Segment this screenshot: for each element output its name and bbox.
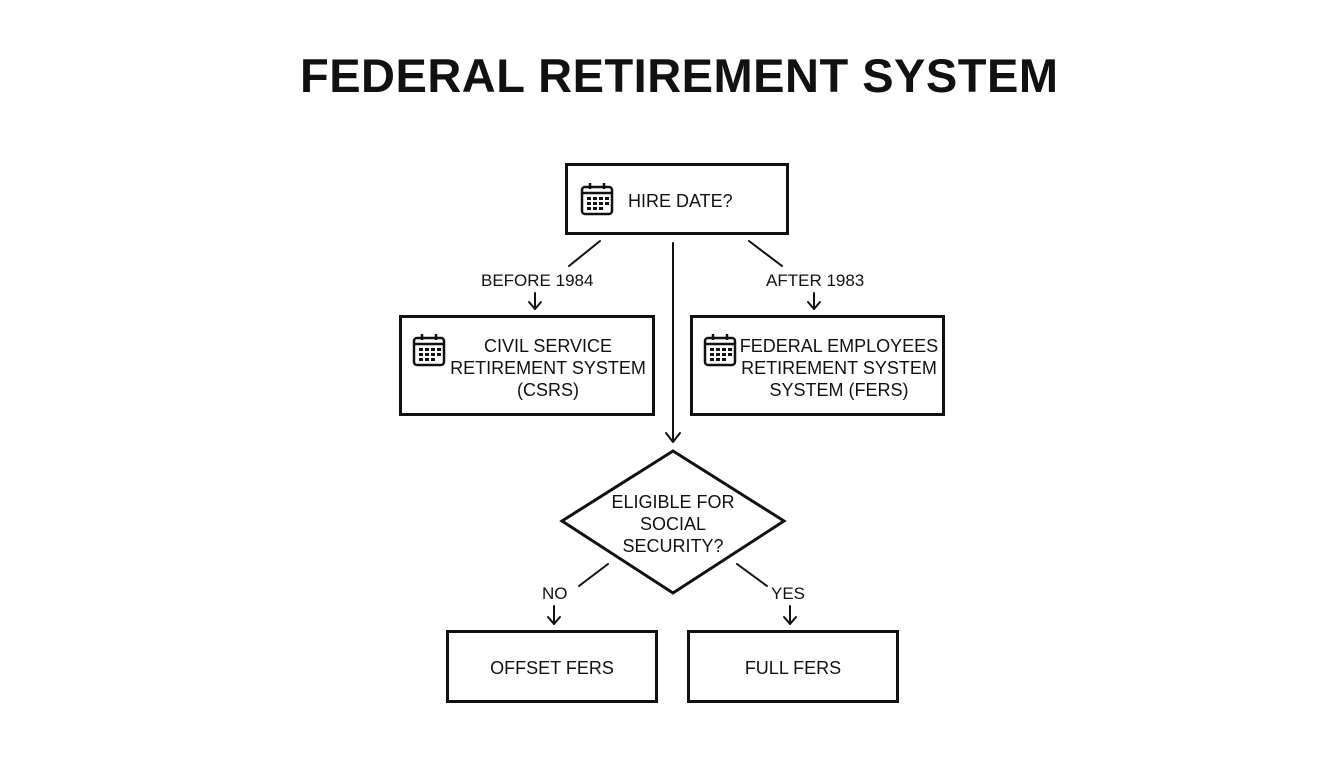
csrs-node: CIVIL SERVICE RETIREMENT SYSTEM (CSRS) [399,315,655,416]
edge-label-before: BEFORE 1984 [481,271,594,290]
fers-label-line: RETIREMENT SYSTEM [741,358,937,378]
csrs-label-line: CIVIL SERVICE [483,336,613,356]
edge-before-arrowhead [528,301,542,310]
calendar-icon [703,334,737,367]
csrs-label-line: RETIREMENT SYSTEM [450,358,646,378]
offset-fers-node: OFFSET FERS [446,630,658,703]
edge-no-arrowhead [547,616,561,625]
social-security-label: ELIGIBLE FOR SOCIAL SECURITY? [603,491,743,557]
edge-label-after: AFTER 1983 [766,271,865,290]
edge-label-no: NO [542,584,568,603]
hire-date-node: HIRE DATE? [565,163,789,235]
social-security-label-line: ELIGIBLE FOR [611,492,735,512]
fers-label-line: FEDERAL EMPLOYEES [739,336,939,356]
edge-label-yes: YES [771,584,806,603]
social-security-label-line: SOCIAL [639,514,707,534]
edge-after-line [748,240,783,267]
edge-yes-arrowhead [783,616,797,625]
hire-date-label: HIRE DATE? [628,191,733,211]
full-fers-label: FULL FERS [744,658,842,678]
calendar-icon [412,334,446,367]
calendar-icon [580,183,614,216]
edge-after-arrowhead [807,301,821,310]
edge-center-arrowhead [665,432,681,443]
diagram-title: FEDERAL RETIREMENT SYSTEM [300,49,1059,102]
edge-before-line [568,240,601,267]
offset-fers-label: OFFSET FERS [490,658,614,678]
fers-label: FEDERAL EMPLOYEES RETIREMENT SYSTEM SYST… [739,335,939,401]
social-security-diamond [559,449,787,595]
csrs-label: CIVIL SERVICE RETIREMENT SYSTEM (CSRS) [448,335,648,401]
fers-node: FEDERAL EMPLOYEES RETIREMENT SYSTEM SYST… [690,315,945,416]
full-fers-node: FULL FERS [687,630,899,703]
social-security-label-line: SECURITY? [622,536,724,556]
edge-no-line [578,563,609,587]
fers-label-line: SYSTEM (FERS) [769,380,909,400]
edge-yes-line [736,563,768,587]
csrs-label-line: (CSRS) [517,380,579,400]
